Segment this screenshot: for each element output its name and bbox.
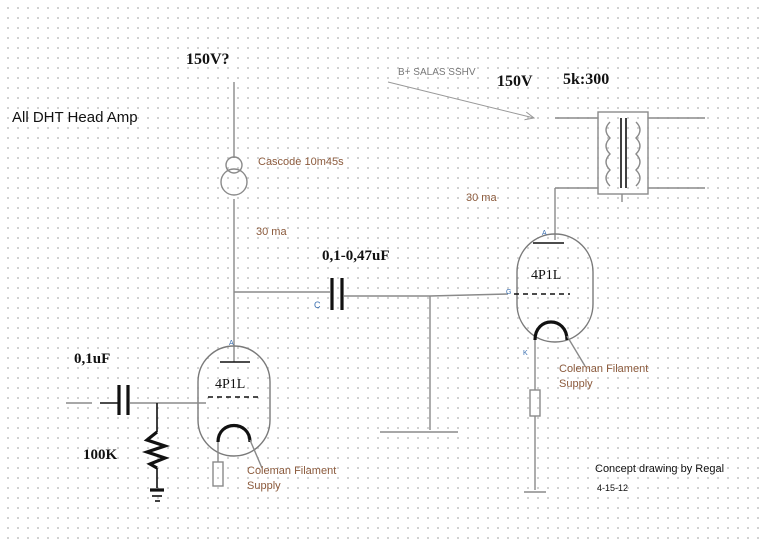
pin-a-right: A (542, 230, 547, 237)
page-title: All DHT Head Amp (12, 109, 138, 126)
supply-voltage-left: 150V? (186, 51, 230, 68)
coupling-capacitor-label: 0,1-0,47uF (322, 248, 390, 264)
pin-k-right: K (523, 350, 528, 357)
filament-left-label-line2: Supply (247, 480, 281, 492)
left-filament-resistor (212, 461, 224, 487)
current-right-label: 30 ma (466, 192, 497, 204)
bplus-label: B+ SALAS SSHV (398, 67, 476, 78)
coupling-wire (234, 291, 509, 433)
pin-a-left: A (229, 340, 234, 347)
blank-patch-top (388, 0, 416, 6)
right-tube-symbol (514, 220, 594, 390)
filament-right-label-line1: Coleman Filament (559, 363, 649, 375)
pin-g-right: G (506, 289, 512, 296)
date-label: 4-15-12 (597, 483, 629, 493)
tube-right-label: 4P1L (531, 268, 562, 283)
credit-label: Concept drawing by Regal (595, 463, 725, 475)
filament-right-label-line2: Supply (559, 378, 593, 390)
cascode-label: Cascode 10m45s (258, 156, 344, 168)
ground-symbol-left (150, 488, 164, 502)
grid-resistor-symbol (141, 403, 171, 488)
bplus-arrow (387, 81, 534, 118)
current-left-label: 30 ma (256, 226, 287, 238)
pin-c-coupling: C (314, 300, 321, 310)
right-cathode-to-ground (524, 416, 546, 493)
tube-left-label: 4P1L (215, 377, 246, 392)
output-transformer-symbol (555, 111, 705, 202)
input-capacitor-label: 0,1uF (74, 351, 111, 367)
input-capacitor-symbol (117, 385, 130, 415)
cascode-current-source-symbol (220, 156, 248, 196)
filament-left-label-line1: Coleman Filament (247, 465, 337, 477)
left-filament-leader (249, 439, 263, 469)
grid-resistor-label: 100K (83, 447, 118, 463)
right-filament-resistor (529, 389, 541, 417)
left-tube-symbol (197, 340, 271, 462)
coupling-capacitor-symbol (330, 278, 344, 310)
transformer-ratio-label: 5k:300 (563, 71, 610, 88)
supply-voltage-right: 150V (497, 73, 533, 90)
